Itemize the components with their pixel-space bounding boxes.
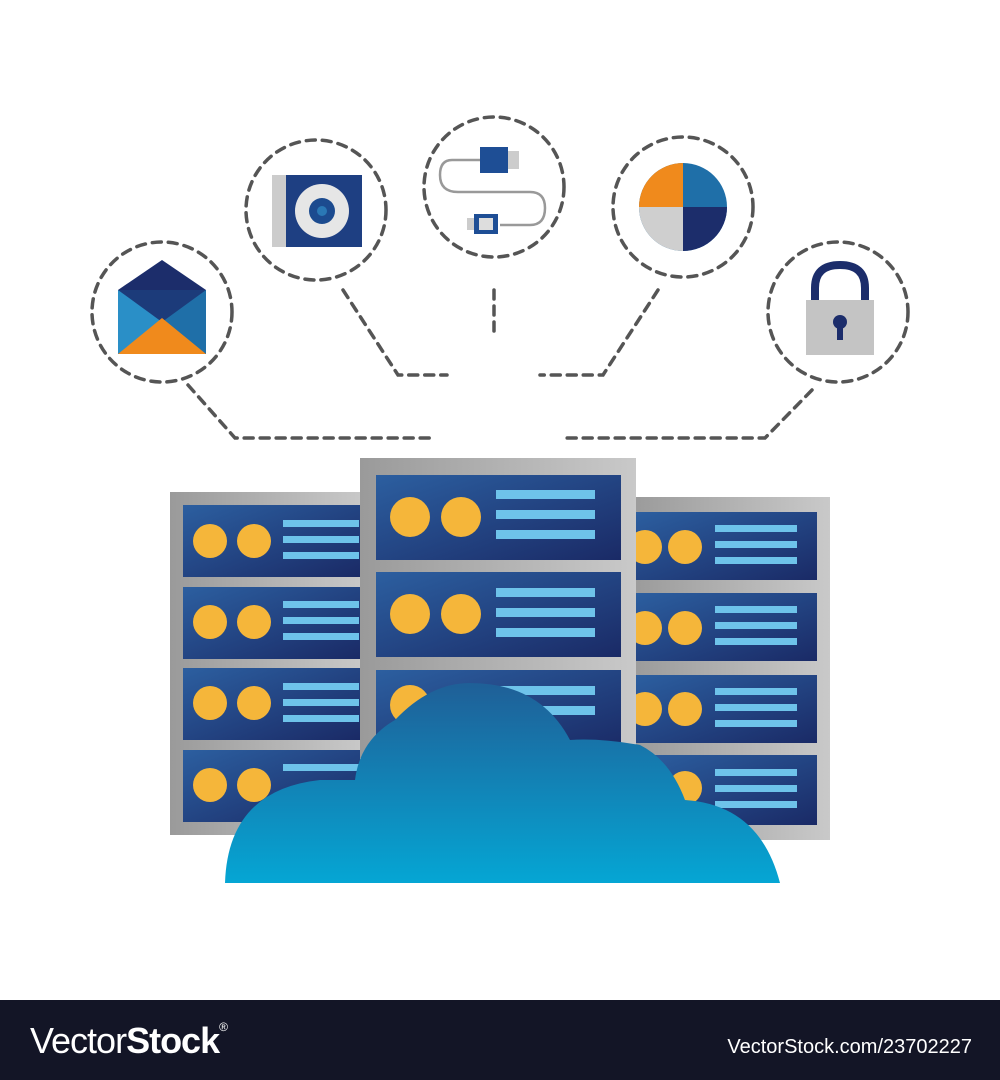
watermark-footer: VectorStock® VectorStock.com/23702227 — [0, 1000, 1000, 1080]
image-reference: VectorStock.com/23702227 — [727, 1036, 972, 1058]
padlock-icon — [766, 240, 910, 384]
vectorstock-logo: VectorStock® — [30, 1020, 228, 1062]
cloud-icon — [225, 683, 780, 883]
server-rack-middle — [360, 458, 636, 758]
disc-drive-icon — [244, 138, 388, 282]
logo-light: Vector — [30, 1020, 127, 1061]
connector-lines — [186, 288, 814, 440]
logo-bold: Stock — [126, 1020, 220, 1061]
server-rack-left — [170, 492, 365, 835]
pie-chart-icon — [611, 135, 755, 279]
usb-cable-icon — [422, 115, 566, 259]
logo-registered: ® — [219, 1020, 228, 1034]
cloud-server-illustration — [90, 115, 910, 883]
envelope-icon — [90, 240, 234, 384]
